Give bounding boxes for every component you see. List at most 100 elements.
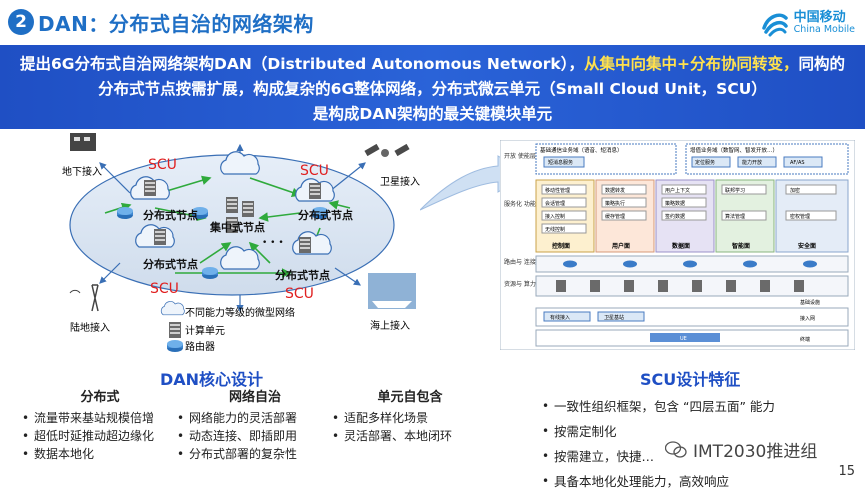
list-item: 适配多样化场景	[330, 409, 490, 427]
page-number: 15	[838, 464, 855, 479]
plane-item: 密权管理	[790, 213, 810, 220]
list-item: 具备本地化处理能力，高效响应	[540, 469, 860, 494]
list-item: 分布式部署的复杂性	[175, 445, 335, 463]
server-icon	[299, 237, 311, 253]
list-item: 流量带来基站规模倍增	[20, 409, 180, 427]
layer-label: 开放 使能层	[504, 152, 536, 160]
legend: 不同能力等级的微型网络 计算单元 路由器	[160, 301, 295, 353]
plane-item: 会话管理	[545, 200, 565, 207]
layer-label: 资源与 算力层	[504, 280, 542, 288]
bottom-label: 基础设施	[800, 299, 820, 306]
plane-item: 签约数据	[665, 213, 685, 220]
node-label: 集中式节点	[209, 220, 265, 234]
slide-title: DAN：分布式自治的网络架构	[38, 11, 314, 36]
slide-title-row: 2 DAN：分布式自治的网络架构	[8, 6, 314, 38]
list-item: 一致性组织框架，包含 “四层五面” 能力	[540, 394, 860, 419]
server-icon	[226, 197, 238, 213]
list-item: 按需建立，快捷…	[540, 444, 860, 469]
router-icon	[117, 207, 133, 219]
antenna-tower-icon	[69, 284, 99, 312]
satellite-icon	[364, 143, 410, 157]
dan-design-columns: 分布式 流量带来基站规模倍增 超低时延推动超边缘化 数据本地化 网络自治 网络能…	[0, 386, 480, 481]
watermark-text: IMT2030推进组	[693, 442, 818, 462]
legend-label: 计算单元	[185, 324, 225, 337]
top-sub: 定位服务	[695, 159, 715, 166]
node-label: 分布式节点	[143, 208, 198, 222]
server-icon	[309, 183, 321, 199]
section-number-badge: 2	[8, 9, 34, 35]
plane-item: 加密	[790, 187, 800, 194]
top-box-title: 基础通信业务域（语音、短消息）	[540, 146, 623, 154]
building-icon	[70, 133, 96, 151]
access-label: 卫星接入	[380, 175, 420, 188]
legend-label: 不同能力等级的微型网络	[185, 306, 295, 319]
plane-item: 数据转发	[605, 187, 625, 194]
access-label: 陆地接入	[70, 321, 110, 334]
server-icon	[169, 322, 181, 338]
plane-item: 接入控制	[545, 213, 565, 220]
column-heading: 分布式	[80, 390, 120, 405]
list-item: 动态连接、即插即用	[175, 427, 335, 445]
plane-label: 安全面	[798, 242, 816, 250]
legend-label: 路由器	[185, 340, 215, 353]
dan-network-diagram: SCU SCU SCU SCU 分布式节点 集中式节点 分布式节点 分布式节点 …	[62, 133, 420, 353]
plane-label: 智能面	[732, 242, 750, 250]
plane-label: 控制面	[552, 242, 570, 250]
china-mobile-logo: 中国移动 China Mobile	[760, 8, 855, 38]
bottom-label: 接入网	[800, 315, 815, 322]
logo-cn-text: 中国移动	[793, 10, 846, 26]
scu-architecture-diagram: 开放 使能层 服务化 功能层 路由与 连接层 资源与 算力层 基础通信业务域（语…	[500, 140, 855, 350]
plane-item: 算法管理	[725, 213, 745, 220]
plane-item: 移动性管理	[545, 187, 570, 194]
china-mobile-logo-icon	[761, 13, 788, 37]
list-item: 数据本地化	[20, 445, 180, 463]
plane-item: 联邦学习	[725, 187, 745, 194]
plane-item: 缓存管理	[605, 213, 625, 220]
summary-banner: 提出6G分布式自治网络架构DAN（Distributed Autonomous …	[0, 45, 865, 129]
wechat-icon	[665, 440, 687, 458]
scu-label: SCU	[148, 157, 177, 173]
cloud-icon	[160, 301, 185, 316]
plane-label: 数据面	[672, 242, 690, 250]
scu-label: SCU	[150, 281, 179, 297]
ellipsis: • • •	[262, 238, 284, 248]
node-label: 分布式节点	[143, 257, 198, 271]
bottom-label: 终端	[800, 336, 810, 343]
scu-label: SCU	[285, 286, 314, 302]
router-icon	[202, 267, 218, 279]
server-icon	[144, 180, 156, 196]
dan-column-autonomy: 网络自治 网络能力的灵活部署 动态连接、即插即用 分布式部署的复杂性	[175, 386, 335, 463]
top-sub: AF/AS	[790, 160, 805, 166]
top-sub: 能力开放	[742, 159, 762, 166]
column-heading: 网络自治	[228, 390, 281, 405]
scu-design-title: SCU设计特征	[640, 370, 741, 389]
dan-column-distributed: 分布式 流量带来基站规模倍增 超低时延推动超边缘化 数据本地化	[20, 386, 180, 463]
dan-column-self-contained: 单元自包含 适配多样化场景 灵活部署、本地闭环	[330, 386, 490, 445]
ue-box: UE	[680, 336, 687, 342]
wechat-watermark: IMT2030推进组	[665, 437, 817, 462]
router-icon	[167, 340, 183, 352]
access-label: 地下接入	[62, 165, 102, 178]
node-label: 分布式节点	[298, 208, 353, 222]
layer-label: 路由与 连接层	[504, 258, 542, 266]
ship-icon	[368, 273, 416, 309]
banner-text-3: 是构成DAN架构的最关键模块单元	[312, 105, 553, 123]
logo-en-text: China Mobile	[793, 23, 855, 35]
server-icon	[242, 201, 254, 217]
plane-item: 策略执行	[605, 200, 625, 207]
plane-item: 用户上下文	[665, 187, 690, 194]
top-box-title: 增值业务域（数智网、智发开放…）	[690, 146, 778, 154]
plane-item: 策略数据	[665, 200, 685, 207]
plane-item: 无线控制	[545, 226, 565, 233]
dan-design-title: DAN核心设计	[160, 370, 264, 389]
scu-label: SCU	[300, 163, 329, 179]
bottom-box: 卫星基站	[604, 314, 624, 321]
top-sub: 短消息服务	[548, 159, 573, 166]
list-item: 按需定制化	[540, 419, 860, 444]
list-item: 灵活部署、本地闭环	[330, 427, 490, 445]
banner-text-1: 提出6G分布式自治网络架构DAN（Distributed Autonomous …	[20, 55, 584, 73]
list-item: 网络能力的灵活部署	[175, 409, 335, 427]
banner-highlight: 从集中向集中+分布协同转变，	[583, 55, 799, 73]
plane-label: 用户面	[611, 242, 630, 250]
node-label: 分布式节点	[275, 268, 330, 282]
